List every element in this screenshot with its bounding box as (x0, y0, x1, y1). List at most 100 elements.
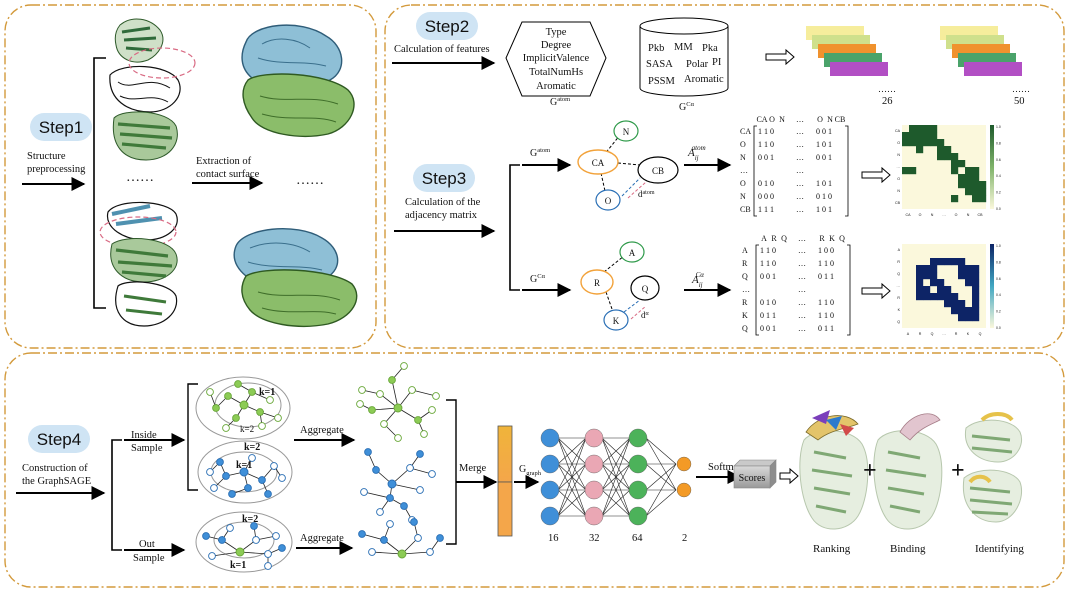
inside-green-node-9 (222, 424, 230, 432)
heatmap-ca-ytick-1: R (897, 260, 900, 264)
heatmap-ca-cell-7-10 (972, 293, 980, 301)
ca-node-k: K (613, 316, 620, 326)
heatmap-atom-xtick-0: CA (906, 213, 912, 217)
matrix-atom-row-left-1: 1 1 0 (758, 140, 774, 149)
feature-stack-26 (806, 26, 888, 76)
matrix-ca-bracket-right (847, 244, 851, 336)
matrix-atom-col-6: CB (835, 115, 846, 124)
ca-feature-1-0: SASA (646, 59, 673, 70)
protein-cartoon-top (109, 18, 196, 161)
protein-cartoon-bottom (99, 201, 178, 327)
k2-label-mid: k=2 (244, 442, 260, 453)
matrix-ca-row-right-5: 1 1 0 (818, 311, 834, 320)
heatmap-ca-cell-6-6 (944, 286, 952, 294)
heatmap-atom-cell-4-6 (944, 153, 952, 161)
matrix-atom-row-left-0: 1 1 0 (758, 127, 774, 136)
ca-node-q: Q (642, 284, 649, 294)
heatmap-ca-cell-7-6 (944, 293, 952, 301)
aggregate-bottom-label: Aggregate (300, 533, 344, 544)
step1-extract-line2: contact surface (196, 169, 260, 180)
out-sample-node-0 (235, 547, 245, 557)
agg-blue-edge-3 (363, 491, 391, 500)
heatmap-atom-xtick-5: N (967, 213, 970, 217)
heatmap-atom-cell-2-0 (902, 139, 910, 147)
matrix-ca-row-mid-4: … (798, 298, 806, 307)
matrix-ca-row-right-1: 1 1 0 (818, 259, 834, 268)
out-sample-edge-3 (239, 550, 269, 555)
heatmap-ca-cell-3-10 (972, 265, 980, 273)
heatmap-atom-cell-5-7 (951, 160, 959, 168)
matrix-ca-row-mid-3: … (798, 285, 806, 294)
heatmap-ca-cell-6-5 (937, 286, 945, 294)
heatmap-ca-cell-2-4 (930, 258, 938, 266)
inside-green-node-4 (248, 388, 256, 396)
heatmap-ca-cell-7-7 (951, 293, 959, 301)
agg-green-node-12 (358, 386, 366, 394)
heatmap-ca-cell-10-8 (958, 314, 966, 322)
layer-size-16: 16 (548, 533, 559, 544)
scores-box: Scores (733, 459, 777, 489)
heatmap-ca-xtick-0: A (907, 332, 910, 336)
matrix-atom-row-right-5: 0 1 0 (816, 192, 832, 201)
atom-node-ca: CA (592, 158, 605, 168)
atom-graph: N CA CB O datom (577, 120, 679, 211)
inside-green-node-1 (224, 392, 232, 400)
step3-desc-line1: Calculation of the (405, 197, 481, 208)
out-sample-node-10 (264, 562, 272, 570)
agg-green-node-10 (420, 430, 428, 438)
agg-out-edge-2 (371, 551, 403, 556)
agg-green-node-3 (388, 376, 396, 384)
out-sample-graph: k=2 k=1 (195, 511, 293, 573)
inside-green-node-11 (234, 380, 242, 388)
inside-blue-node-8 (264, 490, 272, 498)
heatmap-atom-cell-3-5 (937, 146, 945, 154)
heatmap-ca-cell-10-10 (972, 314, 980, 322)
matrix-atom-col-3: … (796, 115, 804, 124)
matrix-atom-row-label-3: … (740, 166, 748, 175)
heatmap-atom-cbar-tick-4: 0.2 (996, 191, 1001, 195)
inside-blue-node-5 (270, 462, 278, 470)
inside-green-node-2 (256, 408, 264, 416)
heatmap-atom-cbar-tick-1: 0.8 (996, 141, 1001, 145)
mlp-neuron-0-0 (540, 428, 560, 448)
out-sample-node-3 (208, 552, 216, 560)
heatmap-atom-cell-0-4 (930, 125, 938, 133)
agg-out-node-2 (414, 534, 422, 542)
layer-size-64: 64 (632, 533, 643, 544)
agg-green-node-11 (394, 434, 402, 442)
heatmap-atom-cell-9-11 (979, 188, 987, 196)
inside-green-node-10 (258, 422, 266, 430)
heatmap-atom-cell-8-8 (958, 181, 966, 189)
atom-node-n: N (623, 127, 630, 137)
agg-green-node-7 (380, 420, 388, 428)
step1-desc-line1: Structure (27, 151, 66, 162)
d-atom-label: datom (638, 189, 655, 199)
heatmap-ca-cell-5-9 (965, 279, 973, 287)
mlp-edge-0-1-0 (557, 437, 587, 465)
matrix-ca-col-4: R (819, 234, 825, 243)
agg-blue-node-0 (387, 479, 397, 489)
heatmap-ca-cell-3-8 (958, 265, 966, 273)
matrix-atom-row-right-2: 0 0 1 (816, 153, 832, 162)
heatmap-atom-cell-6-10 (972, 167, 980, 175)
agg-green-node-0 (393, 403, 403, 413)
mlp-edge-1-2-0 (601, 437, 631, 491)
stack-26-dots: …… (878, 84, 896, 94)
matrix-atom-row-left-6: 1 1 1 (758, 205, 774, 214)
heatmap-atom-ytick-5: N (897, 189, 900, 193)
heatmap-ca-cell-4-3 (923, 272, 931, 280)
inside-blue-node-1 (222, 472, 230, 480)
ca-graph: A R Q K dα (580, 241, 660, 331)
svg-text:Step4: Step4 (37, 430, 81, 449)
mlp-neuron-1-3 (584, 506, 604, 526)
atom-node-o: O (605, 196, 612, 206)
heatmap-ca-cell-9-7 (951, 307, 959, 315)
heatmap-atom-cell-4-7 (951, 153, 959, 161)
stack-50-dots: …… (1012, 84, 1030, 94)
output-structure-binding (873, 413, 943, 530)
scores-hollow-arrow (779, 467, 799, 485)
agg-green-node-2 (408, 386, 416, 394)
step4-desc-line1: Construction of (22, 463, 88, 474)
